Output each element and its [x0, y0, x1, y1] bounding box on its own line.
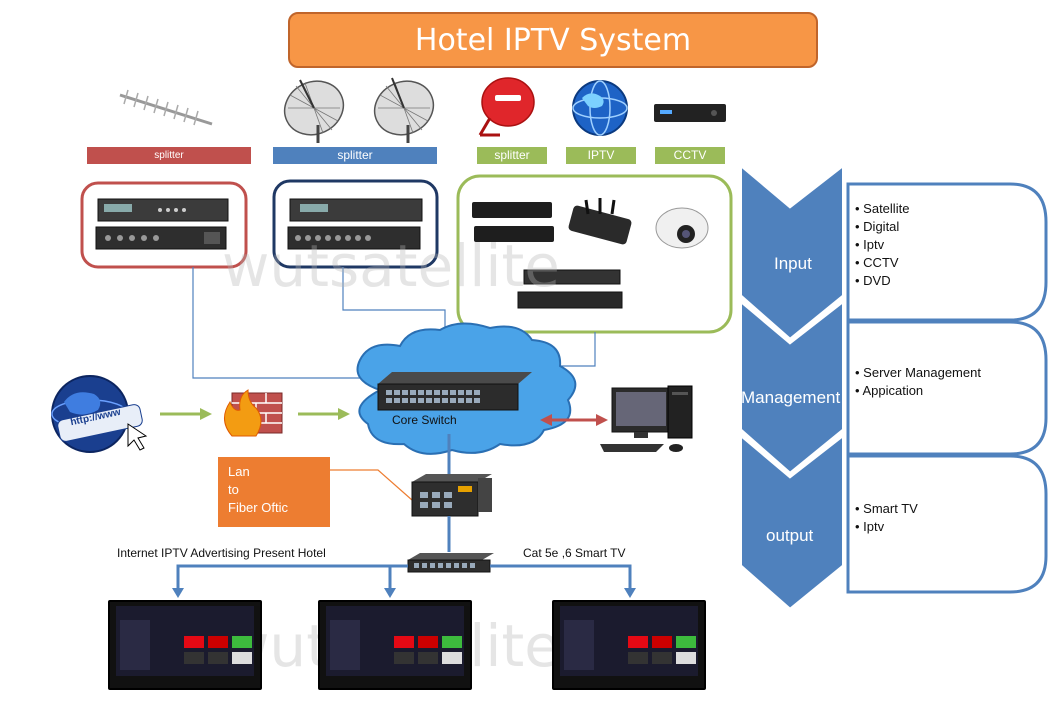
satellite-dish-icon — [283, 79, 345, 143]
encoder-rack-icon — [287, 198, 423, 250]
globe-icon — [572, 80, 628, 136]
output-items-list: Smart TV Iptv — [855, 500, 918, 536]
output-detail-box — [846, 454, 1048, 594]
red-group-frame — [80, 181, 248, 269]
firewall-icon — [224, 389, 283, 437]
iptv-label: IPTV — [587, 148, 615, 162]
satellite-dish-icon — [373, 77, 435, 143]
output-chevron — [738, 429, 846, 613]
lan-line: Lan — [228, 464, 250, 479]
list-item: DVD — [855, 272, 909, 290]
splitter-bar-red — [87, 147, 251, 164]
list-item: Server Management — [855, 364, 981, 382]
media-converter-icon — [411, 474, 492, 517]
input-chevron — [738, 159, 846, 343]
list-item: Digital — [855, 218, 909, 236]
output-panel-label: output — [766, 526, 814, 545]
fiber-line: Fiber Oftic — [228, 500, 288, 515]
list-item: Smart TV — [855, 500, 918, 518]
list-item: Iptv — [855, 236, 909, 254]
left-caption: Internet IPTV Advertising Present Hotel — [117, 546, 326, 560]
management-items-list: Server Management Appication — [855, 364, 981, 400]
list-item: CCTV — [855, 254, 909, 272]
core-switch-label: Core Switch — [392, 413, 457, 427]
dvr-icon — [654, 104, 726, 122]
blue-group-frame — [272, 179, 439, 269]
computer-icon — [600, 385, 693, 452]
distribution-switch-icon — [407, 553, 494, 573]
smart-tv-icon — [108, 600, 262, 690]
right-caption: Cat 5e ,6 Smart TV — [523, 546, 626, 560]
set-top-box-icon — [472, 202, 554, 242]
splitter-label-2: splitter — [337, 148, 373, 162]
red-satellite-dish-icon — [478, 77, 535, 137]
list-item: Satellite — [855, 200, 909, 218]
splitter-bar-green — [477, 147, 547, 164]
yagi-antenna-icon — [119, 89, 213, 126]
core-switch-icon — [377, 372, 532, 411]
splitter-label-3: splitter — [494, 148, 530, 162]
smart-tv-icon — [552, 600, 706, 690]
splitter-label-1: splitter — [154, 149, 184, 161]
iptv-bar — [566, 147, 636, 164]
lan-to-fiber-box: Lan to Fiber Oftic — [218, 457, 330, 527]
management-chevron — [738, 295, 846, 477]
input-items-list: Satellite Digital Iptv CCTV DVD — [855, 200, 909, 290]
encoder-rack-icon — [95, 198, 229, 250]
iptv-server-icon — [517, 269, 623, 309]
cctv-label: CCTV — [673, 148, 707, 162]
to-line: to — [228, 482, 239, 497]
page-title: Hotel IPTV System — [288, 12, 818, 68]
router-icon — [568, 198, 632, 245]
watermark: wutsatellite — [222, 232, 560, 300]
input-panel-label: Input — [774, 254, 812, 273]
internet-globe-icon — [51, 375, 148, 453]
splitter-bar-blue — [273, 147, 437, 164]
smart-tv-icon — [318, 600, 472, 690]
cctv-bar — [655, 147, 725, 164]
list-item: Appication — [855, 382, 981, 400]
cctv-camera-icon — [655, 207, 709, 249]
management-panel-label: Management — [741, 388, 841, 407]
list-item: Iptv — [855, 518, 918, 536]
